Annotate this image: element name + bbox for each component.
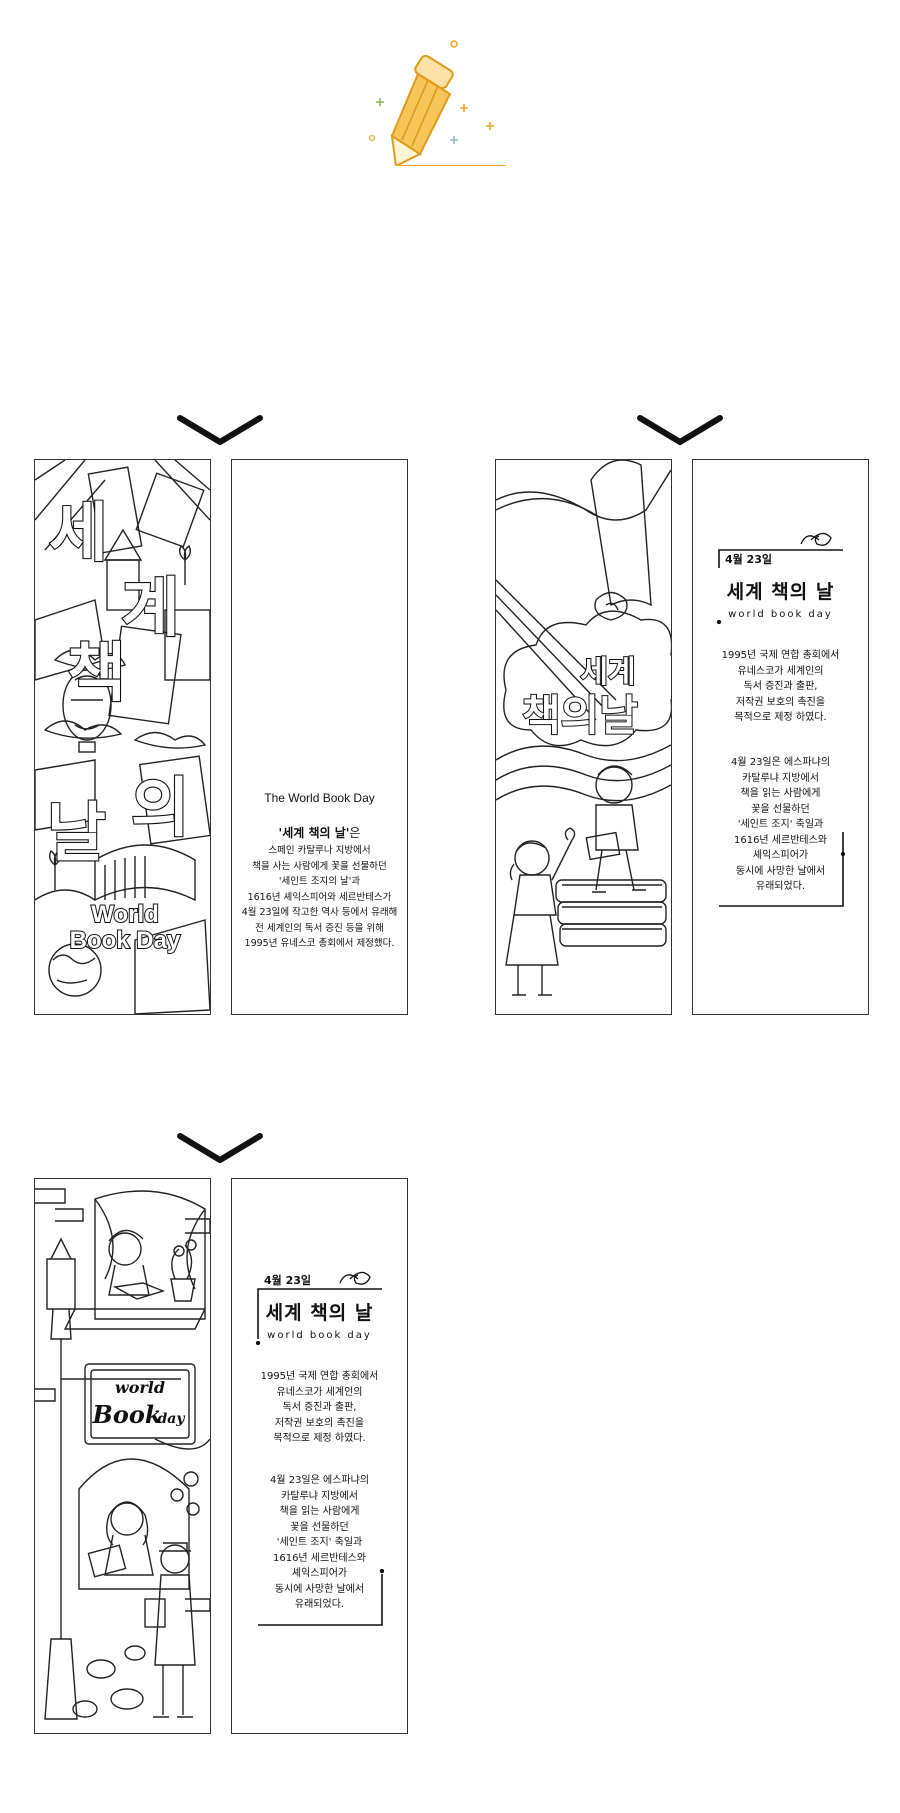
bookmark-3-back: 4월 23일 세계 책의 날 world book day 1995년 국제 연… [231, 1178, 408, 1734]
para-line: 카탈루냐 지방에서 [742, 772, 819, 784]
back-highlight: '세계 책의 날'은 [232, 824, 407, 842]
back-title: 세계 책의 날 [726, 581, 835, 603]
sign-line-2: Book [92, 1400, 162, 1429]
coloring-illustration: 세계 책의날 [496, 460, 671, 996]
date-label: 4월 23일 [725, 553, 773, 566]
back-subtitle: world book day [728, 609, 833, 620]
title-char: 날 [47, 797, 106, 871]
chevron-down-icon [637, 415, 723, 445]
para-line: 카탈루냐 지방에서 [281, 1490, 358, 1502]
back-title: 세계 책의 날 [265, 1302, 374, 1324]
title-char: 계 [121, 572, 180, 646]
paragraph-1: 1995년 국제 연합 총회에서 유네스코가 세계인의 독서 증진과 출판, 저… [693, 648, 868, 726]
para-line: 유래되었다. [755, 881, 806, 892]
front-title-2: 책의날 [522, 691, 638, 740]
para-line: 유네스코가 세계인의 [737, 665, 824, 677]
date-label: 4월 23일 [264, 1274, 312, 1287]
para-line: 유네스코가 세계인의 [276, 1386, 363, 1398]
para-line: 저작권 보호의 촉진을 [274, 1417, 365, 1429]
para-line: 1616년 세르반테스와 [733, 834, 828, 846]
back-subtitle: world book day [267, 1330, 372, 1341]
para-line: 셰익스피어가 [752, 850, 809, 861]
body-line: 4월 23일에 작고한 역사 등에서 유래해 [241, 907, 398, 918]
back-body: 스페인 카탈루나 지방에서 책을 사는 사람에게 꽃을 선물하던 '세인트 조지… [232, 843, 407, 952]
para-line: 1995년 국제 연합 총회에서 [260, 1371, 379, 1382]
logo-line-2: Book Day [70, 927, 181, 954]
para-line: 꽃을 선물하던 [751, 803, 810, 815]
paragraph-1: 1995년 국제 연합 총회에서 유네스코가 세계인의 독서 증진과 출판, 저… [232, 1369, 407, 1447]
body-line: 1616년 셰익스피어와 세르반테스가 [247, 891, 392, 903]
rose-icon [716, 532, 846, 857]
coloring-illustration: 세 계 책 의 날 World Book Day [35, 460, 210, 1014]
para-line: 동시에 사망한 날에서 [735, 865, 826, 877]
frame-lines [255, 1271, 385, 1626]
para-line: 1616년 세르반테스와 [272, 1552, 367, 1564]
paragraph-2: 4월 23일은 에스파냐의 카탈루냐 지방에서 책을 읽는 사람에게 꽃을 선물… [693, 755, 868, 895]
para-line: 목적으로 제정 하였다. [734, 712, 827, 723]
rose-icon [255, 1271, 385, 1574]
frame-lines [716, 532, 846, 907]
front-title-1: 세계 [580, 655, 635, 690]
body-line: 책을 사는 사람에게 꽃을 선물하던 [252, 860, 387, 872]
bookmark-1-back: The World Book Day '세계 책의 날'은 스페인 카탈루나 지… [231, 459, 408, 1015]
back-heading: The World Book Day [264, 791, 375, 805]
chevron-down-icon [177, 415, 263, 445]
para-line: '세인트 조지' 축일과 [737, 819, 824, 830]
para-line: 4월 23일은 에스파냐의 [730, 757, 831, 768]
para-line: 동시에 사망한 날에서 [274, 1583, 365, 1595]
para-line: '세인트 조지' 축일과 [276, 1537, 363, 1548]
bookmark-1-front: 세 계 책 의 날 World Book Day [34, 459, 211, 1015]
body-line: 1995년 유네스코 총회에서 제정했다. [244, 938, 395, 949]
sign-line-3: day [158, 1411, 186, 1427]
title-char: 책 [67, 637, 126, 711]
bookmark-2-back: 4월 23일 세계 책의 날 world book day 1995년 국제 연… [692, 459, 869, 1015]
chevron-down-icon [177, 1133, 263, 1163]
bookmark-3-front: world Book day [34, 1178, 211, 1734]
title-char: 세 [49, 497, 108, 571]
paragraph-2: 4월 23일은 에스파냐의 카탈루냐 지방에서 책을 읽는 사람에게 꽃을 선물… [232, 1473, 407, 1613]
pencil-icon [368, 40, 506, 166]
para-line: 저작권 보호의 촉진을 [735, 696, 826, 708]
body-line: 전 세계인의 독서 증진 등을 위해 [255, 922, 384, 934]
bookmark-2-front: 세계 책의날 [495, 459, 672, 1015]
para-line: 독서 증진과 출판, [282, 1402, 357, 1413]
highlight-suffix: 은 [349, 826, 361, 840]
logo-line-1: World [91, 901, 159, 928]
para-line: 책을 읽는 사람에게 [740, 788, 821, 799]
para-line: 독서 증진과 출판, [743, 681, 818, 692]
title-char: 의 [131, 772, 190, 846]
sign-line-1: world [115, 1378, 165, 1397]
para-line: 유래되었다. [294, 1599, 345, 1610]
para-line: 셰익스피어가 [291, 1568, 348, 1579]
body-line: '세인트 조지의 날'과 [278, 876, 361, 887]
para-line: 꽃을 선물하던 [290, 1521, 349, 1533]
body-line: 스페인 카탈루나 지방에서 [268, 845, 371, 856]
para-line: 4월 23일은 에스파냐의 [269, 1475, 370, 1486]
para-line: 책을 읽는 사람에게 [279, 1506, 360, 1517]
para-line: 1995년 국제 연합 총회에서 [721, 650, 840, 661]
highlight-text: '세계 책의 날' [278, 826, 350, 840]
para-line: 목적으로 제정 하였다. [273, 1433, 366, 1444]
coloring-illustration: world Book day [35, 1188, 210, 1720]
